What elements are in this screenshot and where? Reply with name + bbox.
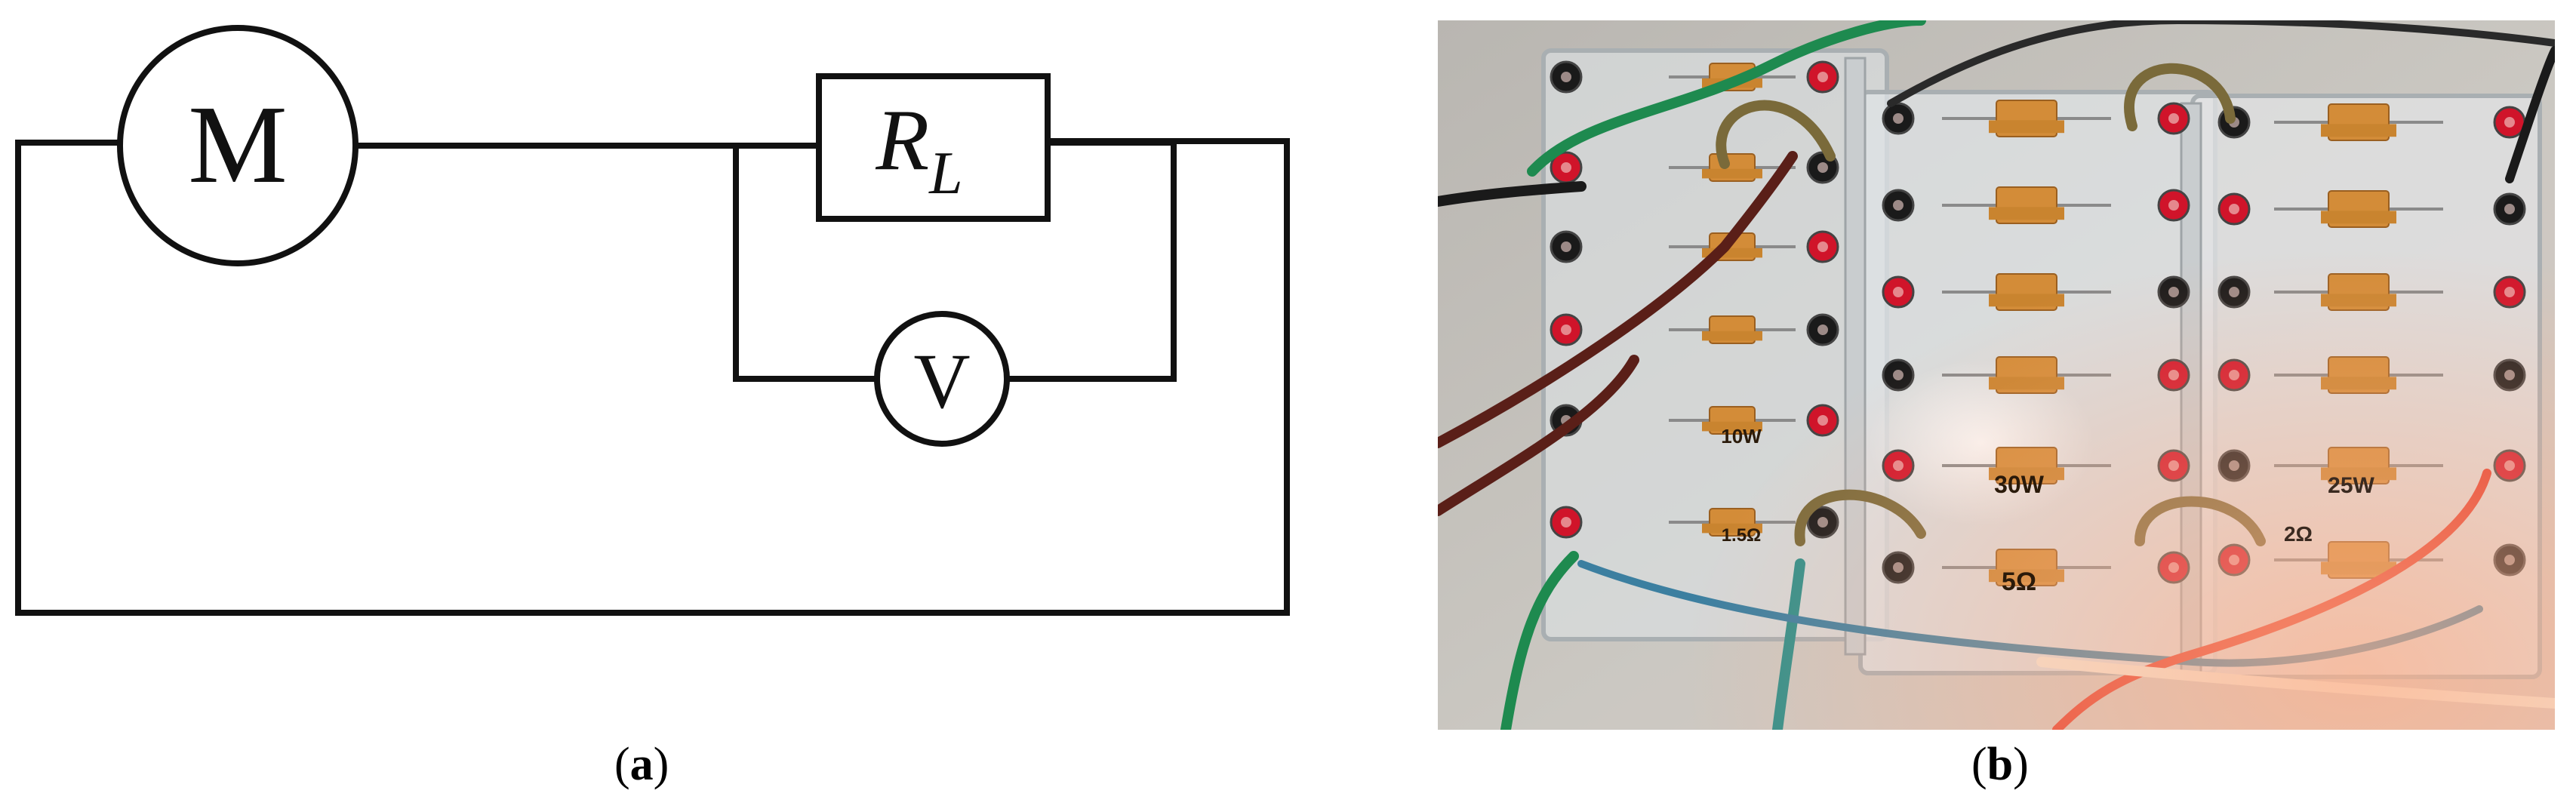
resistor-label-30w: 30W (1994, 471, 2045, 498)
caption-a: (a) (614, 739, 669, 790)
load-resistor-label: RL (875, 92, 962, 207)
motor-symbol (117, 25, 359, 266)
wire-parallel-left (733, 146, 877, 382)
resistor-label-1p5ohm: 1.5Ω (1722, 525, 1762, 546)
circuit-schematic: M RL V (15, 25, 1290, 616)
resistor-label-5ohm: 5Ω (2002, 567, 2036, 596)
voltmeter-label: V (913, 338, 970, 425)
wire-outer-loop (15, 138, 1290, 616)
resistor-label-25w: 25W (2328, 473, 2374, 498)
motor-label: M (188, 83, 288, 207)
resistor-label-2ohm: 2Ω (2284, 522, 2313, 546)
resistor-label-10w: 10W (1721, 425, 1762, 448)
caption-b: (b) (1971, 739, 2029, 790)
voltmeter-symbol (874, 311, 1010, 447)
warm-light-glow (1438, 20, 2555, 730)
wire-parallel-right (1006, 140, 1177, 382)
resistor-board-photo: 10W 1.5Ω 30W 5Ω 25W 2Ω (1438, 20, 2555, 730)
load-resistor-symbol (816, 73, 1051, 222)
